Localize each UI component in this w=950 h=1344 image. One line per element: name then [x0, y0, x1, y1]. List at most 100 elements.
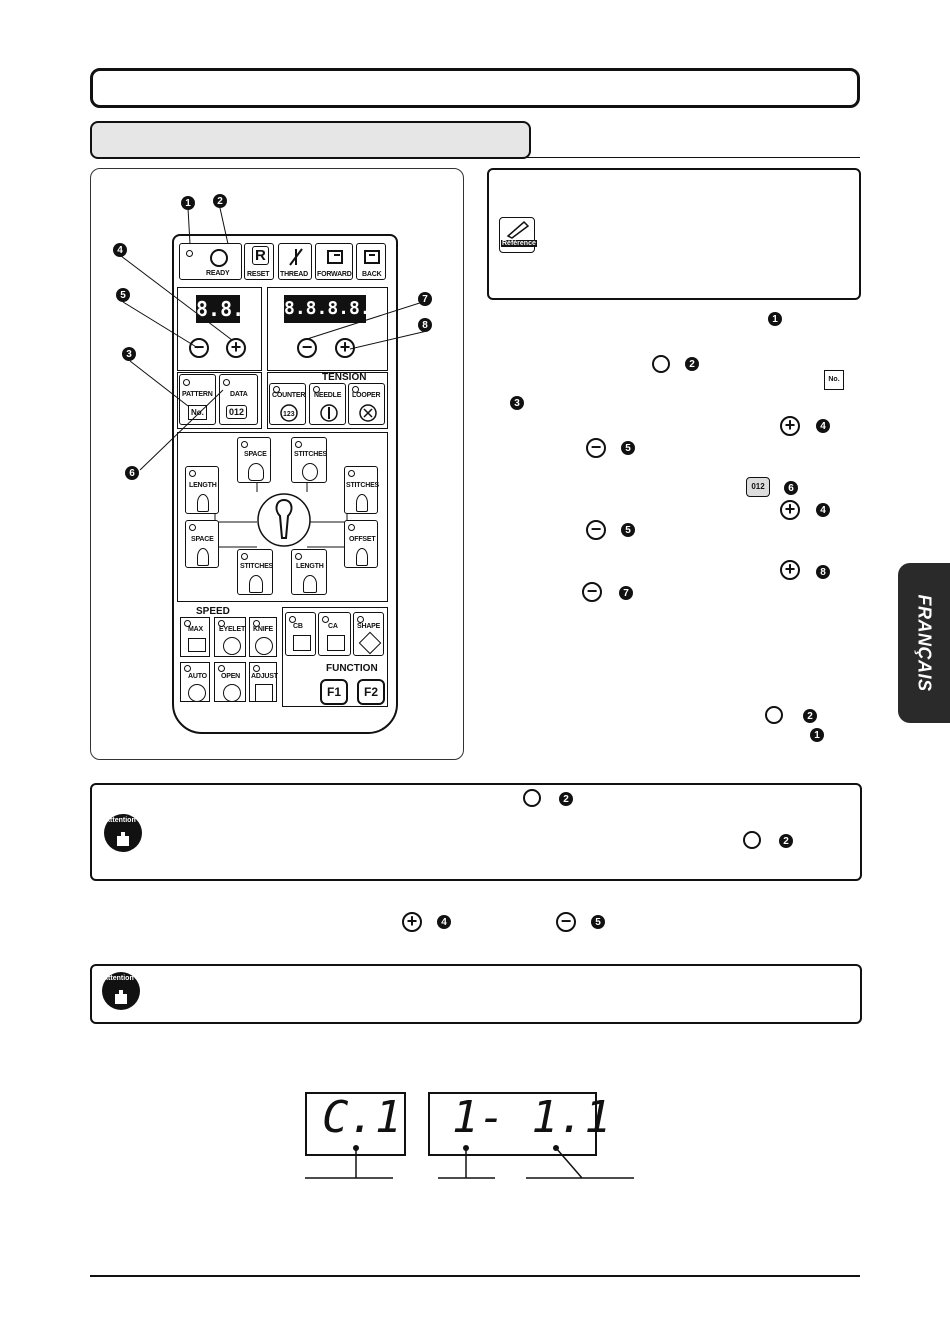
stitches-right-icon [356, 494, 368, 512]
display-leader-lines [305, 1145, 634, 1179]
reference-box [487, 168, 861, 300]
offset-label: OFFSET [349, 536, 376, 543]
attention-ready-icon-2 [743, 831, 761, 849]
stitches-top-icon [302, 463, 318, 481]
open-led [218, 665, 225, 672]
space-left-key[interactable]: SPACE [185, 520, 219, 568]
pen-icon [506, 220, 530, 239]
auto-key[interactable]: AUTO [180, 662, 210, 702]
language-side-tab-label: FRANÇAIS [914, 594, 935, 692]
data-key[interactable]: DATA 012 [219, 374, 258, 425]
stitches-bottom-icon [249, 575, 263, 593]
stitches-bottom-led [241, 553, 248, 560]
reset-key[interactable]: R RESET [244, 243, 274, 280]
callout-6: 6 [125, 466, 139, 480]
f1-button[interactable]: F1 [320, 679, 348, 705]
back-label: BACK [362, 271, 382, 278]
eyelet-key[interactable]: EYELET [214, 617, 246, 657]
stitches-top-key[interactable]: STITCHES [291, 437, 327, 483]
ca-led [322, 616, 329, 623]
knife-icon [255, 637, 273, 655]
needle-label: NEEDLE [314, 392, 342, 399]
length-bottom-led [295, 553, 302, 560]
inline-data-icon: 012 [746, 477, 770, 497]
space-top-key[interactable]: SPACE [237, 437, 271, 483]
looper-tension-icon [359, 404, 377, 422]
callout-3: 3 [122, 347, 136, 361]
large-display: 8.8.8.8. [284, 295, 371, 323]
subtitle-rule [527, 157, 860, 158]
callout-5: 5 [116, 288, 130, 302]
space-left-icon [197, 548, 209, 566]
tension-heading: TENSION [322, 372, 367, 383]
counter-label: COUNTER [272, 392, 306, 399]
length-left-label: LENGTH [189, 482, 217, 489]
ca-key[interactable]: CA [318, 612, 351, 656]
small-minus-button[interactable]: − [189, 338, 209, 358]
small-plus-button[interactable]: + [226, 338, 246, 358]
knife-key[interactable]: KNIFE [249, 617, 277, 657]
hand-icon [117, 832, 129, 846]
attention-ready-icon-1 [523, 789, 541, 807]
ready-key[interactable]: READY [179, 243, 242, 280]
stitches-bottom-key[interactable]: STITCHES [237, 549, 273, 595]
data-label: DATA [230, 391, 248, 398]
callout-8: 8 [418, 318, 432, 332]
pattern-label: PATTERN [182, 391, 213, 398]
back-key[interactable]: BACK [356, 243, 386, 280]
ready-icon [210, 249, 228, 267]
length-bottom-icon [303, 575, 317, 593]
f2-button[interactable]: F2 [357, 679, 385, 705]
body-callout-5: 5 [591, 915, 605, 929]
inline-callout-3a: 3 [510, 396, 524, 410]
space-top-label: SPACE [244, 451, 267, 458]
inline-callout-8a: 8 [816, 565, 830, 579]
ca-icon [327, 635, 345, 651]
footer-rule [90, 1275, 860, 1277]
body-callout-4: 4 [437, 915, 451, 929]
needle-key[interactable]: NEEDLE [309, 383, 346, 425]
reset-label: RESET [247, 271, 270, 278]
length-left-icon [197, 494, 209, 512]
offset-icon [356, 548, 368, 566]
thread-icon [289, 248, 303, 266]
offset-key[interactable]: OFFSET [344, 520, 378, 568]
cb-key[interactable]: CB [285, 612, 316, 656]
callout-7: 7 [418, 292, 432, 306]
eyelet-buttonhole-icon [257, 493, 311, 547]
bottom-display-right [428, 1092, 597, 1156]
max-led [184, 620, 191, 627]
pattern-led [183, 379, 190, 386]
ready-label: READY [206, 270, 230, 277]
pattern-data-section [177, 372, 262, 429]
attention-icon-1: Attention [104, 814, 142, 852]
pattern-key[interactable]: PATTERN No. [179, 374, 216, 425]
open-key[interactable]: OPEN [214, 662, 246, 702]
length-bottom-key[interactable]: LENGTH [291, 549, 327, 595]
hand-icon [115, 990, 127, 1004]
eyelet-section [177, 432, 388, 602]
callout-leader-lines [120, 207, 430, 471]
data-led [223, 379, 230, 386]
forward-key[interactable]: FORWARD [315, 243, 353, 280]
needle-tension-icon [320, 404, 338, 422]
shape-key[interactable]: SHAPE [353, 612, 384, 656]
attention-box-2 [90, 964, 862, 1024]
max-key[interactable]: MAX [180, 617, 210, 657]
stitches-top-led [295, 441, 302, 448]
inline-minus-1: − [586, 438, 606, 458]
inline-callout-4a: 4 [816, 419, 830, 433]
thread-key[interactable]: THREAD [278, 243, 312, 280]
inline-callout-6a: 6 [784, 481, 798, 495]
length-left-key[interactable]: LENGTH [185, 466, 219, 514]
adjust-key[interactable]: ADJUST [249, 662, 278, 702]
looper-key[interactable]: LOOPER [348, 383, 385, 425]
title-box [90, 68, 860, 108]
eyelet-speed-icon [223, 637, 241, 655]
counter-key[interactable]: COUNTER 123 [269, 383, 306, 425]
max-label: MAX [188, 626, 203, 633]
ca-label: CA [328, 623, 338, 630]
stitches-right-key[interactable]: STITCHES [344, 466, 379, 514]
large-display-section [267, 287, 388, 371]
function-heading: FUNCTION [326, 663, 378, 674]
